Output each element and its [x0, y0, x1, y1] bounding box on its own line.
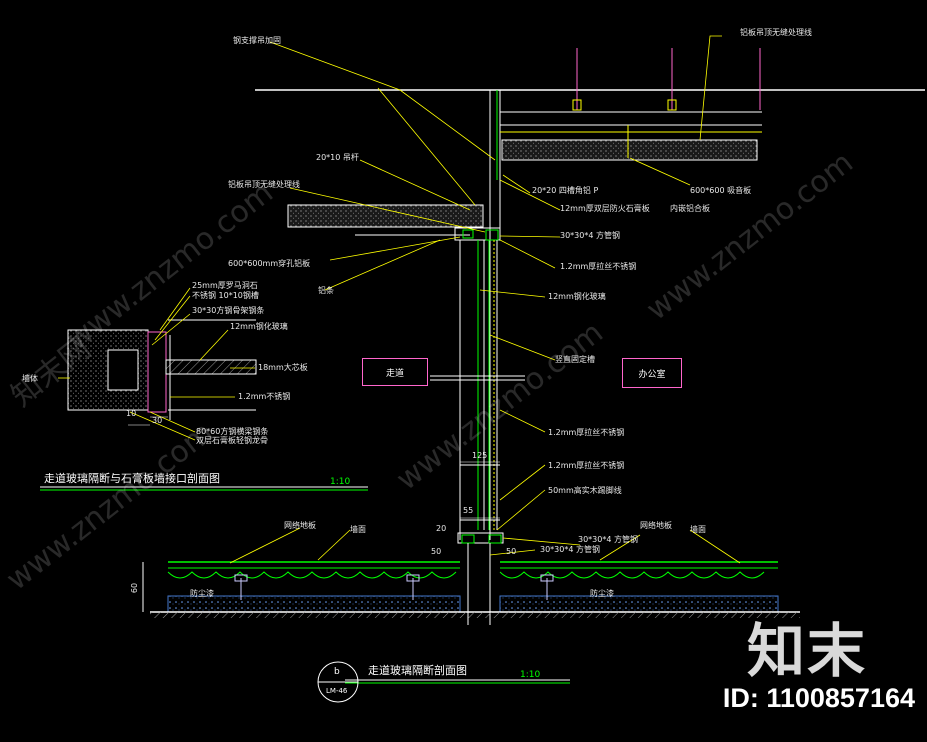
detail-section: [40, 287, 368, 491]
label-dim-20: 20: [436, 524, 447, 533]
label-vertical-frame: 竖直固定槽: [555, 355, 595, 364]
label-wall-right: 墙面: [690, 525, 706, 534]
label-fire-board: 12mm厚双层防火石膏板: [560, 204, 650, 213]
label-tube-20x10: 20*10 吊杆: [316, 153, 359, 162]
detail-steel2: 80*60方钢横梁钢条: [196, 427, 269, 436]
watermark-logo: 知末: [746, 617, 867, 685]
label-ceiling-600: 600*600 吸音板: [690, 186, 752, 195]
ceiling-structure: [255, 48, 925, 540]
dimension-lines: [128, 416, 500, 519]
label-ceiling-edge: 铝条: [318, 286, 334, 295]
label-dim-50: 50: [431, 547, 442, 556]
label-dim-55: 55: [463, 506, 474, 515]
label-dim-50b: 50: [506, 547, 517, 556]
detail-scale: 1:10: [330, 477, 351, 487]
title-underline: [317, 661, 570, 703]
label-dust-right: 防尘漆: [590, 589, 614, 598]
section-ref: LM-46: [326, 687, 348, 695]
label-hook: 钢支撑吊加固: [233, 36, 281, 45]
detail-glass: 12mm钢化玻璃: [230, 322, 288, 331]
label-ceiling-left: 铝板吊顶无缝处理线: [228, 180, 300, 189]
label-ceiling-600-left: 600*600mm穿孔铝板: [228, 259, 311, 268]
detail-gypsum: 双层石膏板轻钢龙骨: [196, 436, 268, 445]
label-tube-20x20: 20*20 四槽角铝 P: [532, 186, 599, 195]
detail-wall: 墙体: [22, 374, 38, 383]
detail-steel: 30*30方钢骨架钢条: [192, 306, 265, 315]
label-ss-1-2: 1.2mm厚拉丝不锈钢: [560, 262, 637, 271]
label-ceiling-right: 铝板吊顶无缝处理线: [740, 28, 812, 37]
room-corridor: 走道: [362, 358, 428, 386]
detail-stone: 25mm厚罗马洞石: [192, 281, 258, 290]
label-glue-50: 50mm高实木踢脚线: [548, 486, 622, 495]
detail-board: 18mm大芯板: [258, 363, 308, 372]
label-tempered-12: 12mm钢化玻璃: [548, 292, 606, 301]
room-office: 办公室: [622, 358, 682, 388]
detail-30: 30: [152, 416, 163, 425]
label-steel-30-low2: 30*30*4 方管钢: [540, 545, 600, 554]
label-inner-rim: 内嵌铝合板: [670, 204, 710, 213]
label-dust-left: 防尘漆: [190, 589, 214, 598]
floor-structure: [142, 561, 800, 618]
label-floor-right: 网络地板: [640, 521, 672, 530]
label-floor-left: 网络地板: [284, 521, 316, 530]
detail-ss: 不锈钢 10*10钢槽: [192, 291, 259, 300]
leader-lines: [229, 35, 741, 564]
detail-title: 走道玻璃隔断与石膏板墙接口剖面图: [44, 472, 220, 485]
label-dim-125: 125: [472, 451, 488, 460]
section-letter: b: [334, 667, 340, 677]
main-scale: 1:10: [520, 670, 541, 680]
detail-ss2: 1.2mm不锈钢: [238, 392, 291, 401]
main-title: 走道玻璃隔断剖面图: [368, 664, 467, 677]
detail-10: 10: [126, 409, 137, 418]
label-ss-mid: 1.2mm厚拉丝不锈钢: [548, 428, 625, 437]
label-steel-30: 30*30*4 方管钢: [560, 231, 620, 240]
label-steel-30-low: 30*30*4 方管钢: [578, 535, 638, 544]
label-ss-low: 1.2mm厚拉丝不锈钢: [548, 461, 625, 470]
label-dim-60: 60: [130, 582, 140, 594]
glass-partition: [430, 240, 525, 625]
watermark-id: ID: 1100857164: [722, 683, 915, 713]
label-wall-left: 墙面: [350, 525, 366, 534]
